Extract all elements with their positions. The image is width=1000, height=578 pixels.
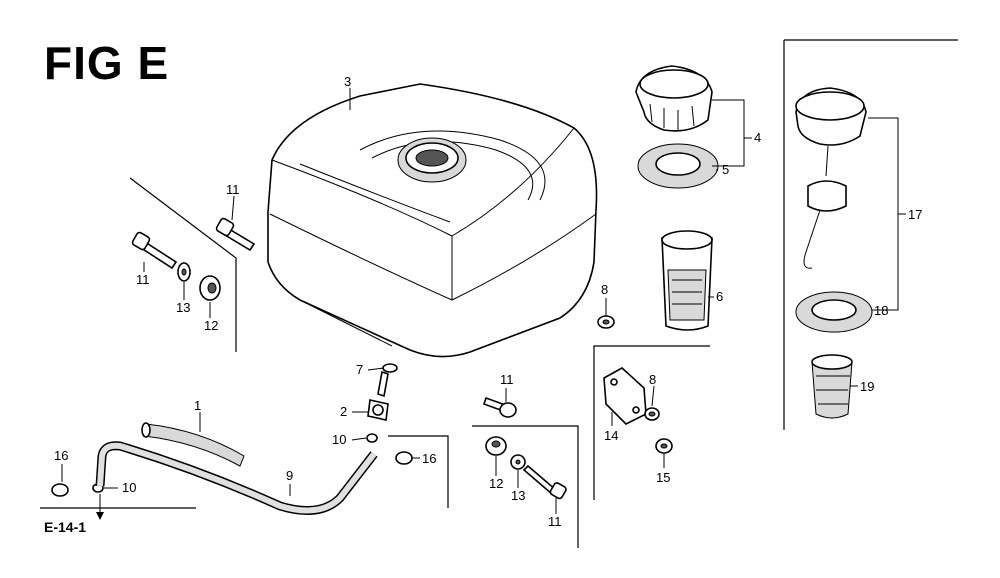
callout-2: 2	[340, 404, 347, 419]
callout-15: 15	[656, 470, 670, 485]
cap-gasket[interactable]	[637, 143, 719, 189]
callout-11d: 11	[548, 514, 562, 529]
callout-8b: 8	[649, 372, 656, 387]
filter-screen[interactable]	[811, 354, 853, 419]
bracket-plate[interactable]	[603, 367, 647, 425]
cap-gasket-large[interactable]	[795, 291, 873, 333]
callout-17: 17	[908, 207, 922, 222]
fuel-tank[interactable]	[267, 83, 598, 358]
fuel-strainer[interactable]	[661, 230, 713, 331]
rubber-mount-bottom[interactable]	[485, 436, 507, 456]
collar[interactable]	[655, 438, 673, 454]
callout-12b: 12	[489, 476, 503, 491]
callout-9: 9	[286, 468, 293, 483]
hose-cap-small[interactable]	[395, 451, 413, 465]
cap-assembly[interactable]	[795, 87, 867, 269]
washer-left[interactable]	[177, 262, 191, 282]
fuel-valve[interactable]	[367, 370, 389, 421]
callout-8a: 8	[601, 282, 608, 297]
callout-18: 18	[874, 303, 888, 318]
callout-7: 7	[356, 362, 363, 377]
callout-16b: 16	[422, 451, 436, 466]
callout-10b: 10	[122, 480, 136, 495]
callout-19: 19	[860, 379, 874, 394]
callout-14: 14	[604, 428, 618, 443]
section-frames	[40, 39, 958, 548]
bolt-tank-left[interactable]	[215, 217, 256, 252]
hose-clip-valve[interactable]	[366, 433, 378, 443]
callout-5: 5	[722, 162, 729, 177]
callout-13b: 13	[511, 488, 525, 503]
callout-3: 3	[344, 74, 351, 89]
callout-16a: 16	[54, 448, 68, 463]
bolt-tank-bottom[interactable]	[482, 396, 517, 418]
nut-bracket[interactable]	[644, 407, 660, 421]
nut-small[interactable]	[597, 315, 615, 329]
figure-title: FIG E	[44, 37, 170, 89]
valve-washer[interactable]	[382, 363, 398, 373]
callout-1: 1	[194, 398, 201, 413]
rubber-mount-left[interactable]	[199, 275, 221, 301]
hose-cap-left[interactable]	[51, 483, 69, 497]
fuel-hose[interactable]	[95, 441, 378, 515]
callout-11a: 11	[226, 182, 240, 197]
callout-10a: 10	[332, 432, 346, 447]
callout-12a: 12	[204, 318, 218, 333]
callout-6: 6	[716, 289, 723, 304]
bolt-bracket-bottom[interactable]	[522, 464, 567, 500]
callout-labels: 1 2 3 4 5 6 7 8 8 9 10 10 11 11 11 11 12…	[54, 74, 922, 529]
callout-11c: 11	[500, 372, 514, 387]
fuel-cap[interactable]	[635, 65, 713, 132]
reference-label[interactable]: E-14-1	[44, 519, 87, 535]
fuel-hose-cover[interactable]	[141, 422, 245, 467]
leader-lines	[61, 88, 906, 520]
callout-11b: 11	[136, 272, 150, 287]
callout-13a: 13	[176, 300, 190, 315]
callout-4: 4	[754, 130, 761, 145]
bolt-bracket-left[interactable]	[131, 231, 178, 270]
washer-bottom[interactable]	[510, 454, 526, 470]
